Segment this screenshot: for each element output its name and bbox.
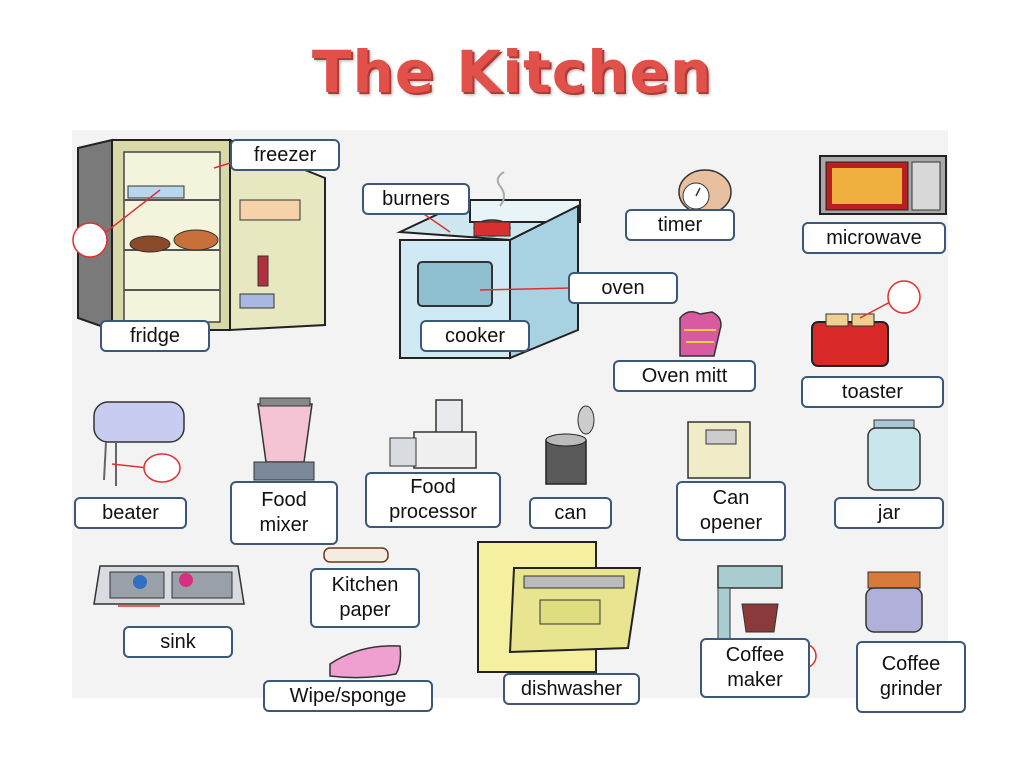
label-sink: sink xyxy=(123,626,233,658)
jar-illustration xyxy=(867,419,921,491)
label-toaster: toaster xyxy=(801,376,944,408)
label-timer: timer xyxy=(625,209,735,241)
coffee-grinder-illustration xyxy=(865,571,923,633)
food-processor-illustration xyxy=(389,399,477,469)
beater-illustration xyxy=(93,401,185,486)
page-title: The Kitchen xyxy=(311,38,713,106)
sponge-illustration xyxy=(329,645,402,679)
food-mixer-illustration xyxy=(253,397,315,481)
dishwasher-illustration xyxy=(477,541,642,673)
label-fridge: fridge xyxy=(100,320,210,352)
label-jar: jar xyxy=(834,497,944,529)
label-wipe-sponge: Wipe/sponge xyxy=(263,680,433,712)
can-opener-illustration xyxy=(687,421,751,479)
timer-illustration xyxy=(678,169,732,215)
label-beater: beater xyxy=(74,497,187,529)
cooker-illustration xyxy=(396,171,582,360)
fridge-illustration xyxy=(72,138,326,332)
label-dishwasher: dishwasher xyxy=(503,673,640,705)
label-burners: burners xyxy=(362,183,470,215)
label-can: can xyxy=(529,497,612,529)
toaster-illustration xyxy=(811,280,921,367)
label-oven-mitt: Oven mitt xyxy=(613,360,756,392)
can-illustration xyxy=(545,405,595,485)
sink-illustration xyxy=(93,565,245,607)
oven-mitt-illustration xyxy=(679,311,722,357)
label-oven: oven xyxy=(568,272,678,304)
label-microwave: microwave xyxy=(802,222,946,254)
microwave-illustration xyxy=(819,155,947,215)
kitchen-paper-illustration xyxy=(323,547,389,563)
label-cooker: cooker xyxy=(420,320,530,352)
label-freezer: freezer xyxy=(230,139,340,171)
